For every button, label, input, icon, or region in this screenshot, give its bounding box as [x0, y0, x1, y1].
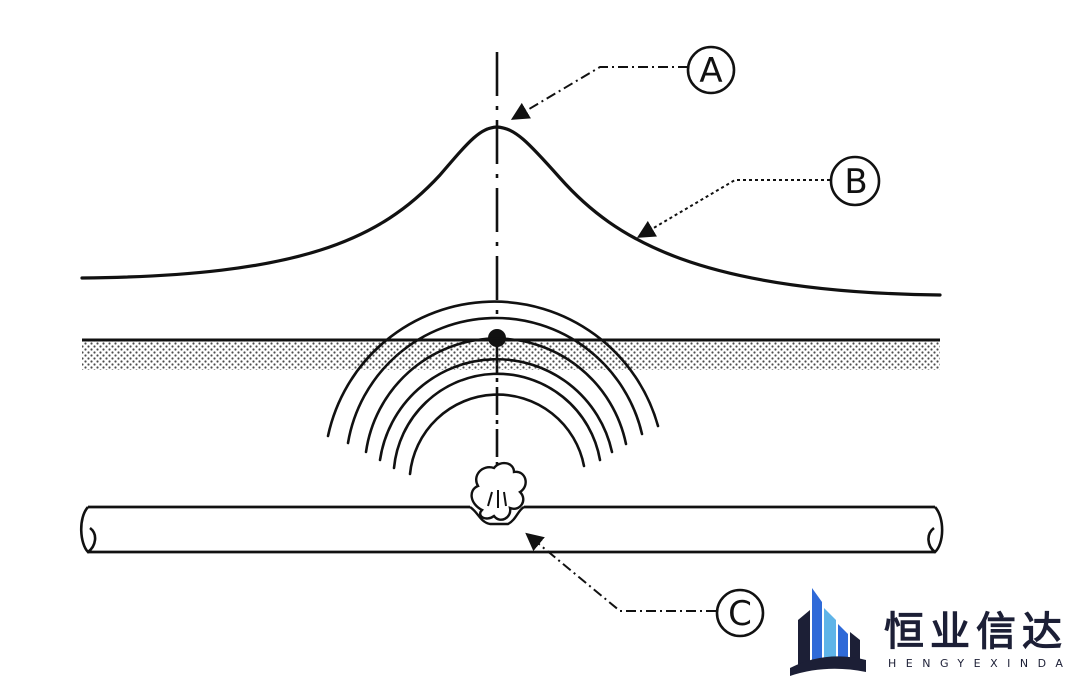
- callout-b-circle: [829, 155, 881, 207]
- wave-arc-2: [346, 316, 644, 445]
- wave-arc-3: [364, 337, 628, 454]
- callout-b-leader: [636, 179, 830, 238]
- acoustic-waves: [326, 300, 660, 476]
- callout-c-leader: [525, 532, 716, 612]
- callout-c-label: C: [728, 594, 752, 634]
- wave-arc-4: [378, 357, 614, 462]
- pipe-right-end: [927, 506, 944, 554]
- wave-arc-6: [408, 393, 586, 476]
- callout-a-leader: [510, 66, 688, 120]
- building-logo-icon: [790, 588, 866, 676]
- soil-layer: [82, 340, 940, 370]
- wave-arc-5: [392, 372, 602, 470]
- callout-b-label: B: [844, 162, 867, 202]
- pipe-leak-notch: [469, 505, 525, 526]
- logo-chinese-name: 恒业信达: [884, 609, 1068, 655]
- callout-c-circle: [715, 588, 765, 638]
- signal-peak-curve: [80, 125, 942, 297]
- callout-a-label: A: [699, 51, 722, 91]
- logo-pinyin-name: HENGYEXINDA: [888, 657, 1072, 670]
- callout-a-circle: [686, 45, 736, 95]
- company-logo: 恒业信达 HENGYEXINDA: [790, 588, 1072, 676]
- wave-arc-1: [326, 300, 660, 438]
- leak-splash-inner: [487, 490, 507, 508]
- pipe-left-end: [79, 506, 97, 554]
